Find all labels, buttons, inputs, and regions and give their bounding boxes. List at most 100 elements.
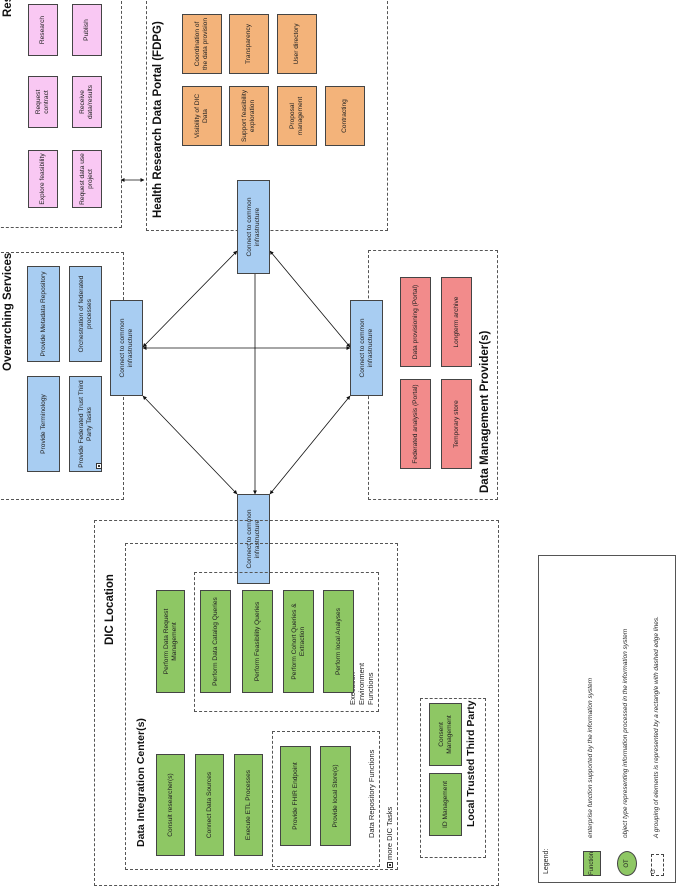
perform-data-request-label: Perform Data Request Management [162, 608, 178, 675]
legend-function-desc: enterprise function supported by the inf… [587, 677, 594, 838]
user-directory-box[interactable]: User directory [277, 14, 317, 74]
connector-top-right [269, 250, 351, 348]
local-ttp-title: Local Trusted Third Party [465, 700, 477, 827]
provide-fhir-endpoint-label: Provide FHIR Endpoint [291, 762, 299, 830]
connector-left-bottom [142, 395, 238, 495]
visibility-of-dic-data-box[interactable]: Visibility of DIC Data [182, 86, 222, 146]
research-label: Research [39, 15, 47, 45]
provide-metadata-repository-box[interactable]: Provide Metadata Repository [27, 266, 60, 362]
legend-group-swatch: G [651, 854, 664, 876]
proposal-management-box[interactable]: Proposal management [277, 86, 317, 146]
legend-function-swatch: Function [583, 851, 601, 876]
provide-federated-ttp-tasks-label: Provide Federated Trust Third Party Task… [77, 380, 93, 468]
data-repository-label: Data Repository Functions [367, 749, 376, 838]
user-directory-label: User directory [293, 23, 301, 65]
explore-feasibility-box[interactable]: Explore feasibility [28, 150, 58, 208]
consult-researchers-box[interactable]: Consult researcher(s) [156, 754, 185, 856]
connect-node-left[interactable]: Connect to common infrastructure [110, 300, 143, 396]
execute-etl-box[interactable]: Execute ETL Processes [234, 754, 263, 856]
receive-data-results-label: Receive data/results [79, 84, 94, 120]
transparency-box[interactable]: Transparency [229, 14, 269, 74]
coordination-of-data-provision-box[interactable]: Coordination of the data provision [182, 14, 222, 74]
more-dic-tasks-label: more DIC Tasks [385, 806, 394, 860]
connector-right-bottom [269, 395, 351, 495]
publish-label: Publish [83, 19, 91, 41]
legend: Legend: Function OT G enterprise functio… [538, 555, 676, 883]
legend-group-label: G [651, 869, 657, 874]
coordination-of-data-provision-label: Coordination of the data provision [194, 17, 209, 71]
legend-object-type-desc: object type representing information pro… [622, 628, 629, 838]
contracting-label: Contracting [341, 99, 349, 133]
legend-group-desc: A grouping of elements is represented by… [653, 616, 660, 838]
temporary-store-label: Temporary store [452, 400, 460, 448]
orchestration-box[interactable]: Orchestration of federated processes [69, 266, 102, 362]
receive-data-results-box[interactable]: Receive data/results [72, 76, 102, 128]
provide-terminology-label: Provide Terminology [39, 394, 47, 454]
publish-box[interactable]: Publish [72, 4, 102, 56]
researchers-group: Researcher(s) [0, 0, 122, 228]
subprocess-icon [96, 463, 102, 469]
perform-local-analyses-label: Perform local Analyses [334, 607, 342, 676]
overarching-services-title: Overarching Services [2, 252, 14, 371]
perform-catalog-queries-box[interactable]: Perform Data Catalog Queries [200, 590, 231, 693]
temporary-store-box[interactable]: Temporary store [441, 379, 472, 469]
dmp-title: Data Management Provider(s) [479, 330, 491, 493]
research-box[interactable]: Research [28, 4, 58, 56]
dic-center-title: Data Integration Center(s) [135, 718, 147, 847]
perform-data-request-box[interactable]: Perform Data Request Management [156, 590, 185, 693]
connect-node-top[interactable]: Connect to common infrastructure [237, 180, 270, 274]
federated-analysis-box[interactable]: Federated analysis (Portal) [400, 379, 431, 469]
id-management-label: ID Management [441, 781, 449, 828]
id-management-box[interactable]: ID Management [429, 773, 462, 836]
connect-node-right[interactable]: Connect to common infrastructure [350, 300, 383, 396]
visibility-of-dic-data-label: Visibility of DIC Data [194, 93, 209, 139]
request-contract-label: Request contract [35, 89, 50, 115]
consult-researchers-label: Consult researcher(s) [166, 773, 174, 837]
researchers-title: Researcher(s) [2, 0, 14, 17]
support-feasibility-exploration-box[interactable]: Support feasibility exploration [229, 86, 269, 146]
more-tasks-icon [387, 862, 393, 868]
provide-federated-ttp-tasks-box[interactable]: Provide Federated Trust Third Party Task… [69, 376, 102, 472]
connect-node-top-label: Connect to common infrastructure [245, 197, 261, 257]
connector-top-left [142, 250, 238, 348]
provide-local-stores-box[interactable]: Provide local Store(s) [320, 746, 351, 846]
request-contract-box[interactable]: Request contract [28, 76, 58, 128]
transparency-label: Transparency [245, 23, 253, 65]
dic-location-title: DIC Location [104, 574, 116, 645]
dmp-group: Data Management Provider(s) [368, 250, 498, 500]
contracting-box[interactable]: Contracting [325, 86, 365, 146]
longterm-archive-box[interactable]: Longterm archive [441, 277, 472, 367]
fdpg-title: Health Research Data Portal (FDPG) [152, 21, 164, 218]
federated-analysis-label: Federated analysis (Portal) [411, 384, 419, 464]
connect-node-right-label: Connect to common infrastructure [358, 318, 374, 378]
perform-feasibility-queries-box[interactable]: Perform Feasibility Queries [242, 590, 273, 693]
provide-fhir-endpoint-box[interactable]: Provide FHIR Endpoint [280, 746, 311, 846]
connect-data-sources-box[interactable]: Connect Data Sources [195, 754, 224, 856]
data-provisioning-label: Data provisioning (Portal) [411, 284, 419, 360]
proposal-management-label: Proposal management [289, 96, 304, 136]
provide-local-stores-label: Provide local Store(s) [331, 764, 339, 828]
provide-metadata-repository-label: Provide Metadata Repository [39, 271, 47, 357]
provide-terminology-box[interactable]: Provide Terminology [27, 376, 60, 472]
connect-data-sources-label: Connect Data Sources [205, 771, 213, 839]
request-data-use-project-box[interactable]: Request data use project [72, 150, 102, 208]
perform-cohort-queries-label: Perform Cohort Queries & Extraction [290, 603, 306, 680]
perform-catalog-queries-label: Perform Data Catalog Queries [211, 597, 219, 686]
perform-feasibility-queries-label: Perform Feasibility Queries [253, 601, 261, 682]
consent-management-label: Consent Management [437, 715, 453, 754]
data-provisioning-box[interactable]: Data provisioning (Portal) [400, 277, 431, 367]
longterm-archive-label: Longterm archive [452, 296, 460, 348]
perform-local-analyses-box[interactable]: Perform local Analyses [323, 590, 354, 693]
connect-node-left-label: Connect to common infrastructure [118, 318, 134, 378]
support-feasibility-exploration-label: Support feasibility exploration [241, 89, 256, 143]
request-data-use-project-label: Request data use project [79, 153, 94, 205]
perform-cohort-queries-box[interactable]: Perform Cohort Queries & Extraction [283, 590, 314, 693]
legend-object-type-swatch: OT [617, 851, 637, 876]
execute-etl-label: Execute ETL Processes [244, 769, 252, 841]
legend-title: Legend: [543, 848, 550, 874]
consent-management-box[interactable]: Consent Management [429, 703, 462, 766]
explore-feasibility-label: Explore feasibility [39, 153, 47, 205]
overarching-services-group: Overarching Services [0, 252, 124, 500]
